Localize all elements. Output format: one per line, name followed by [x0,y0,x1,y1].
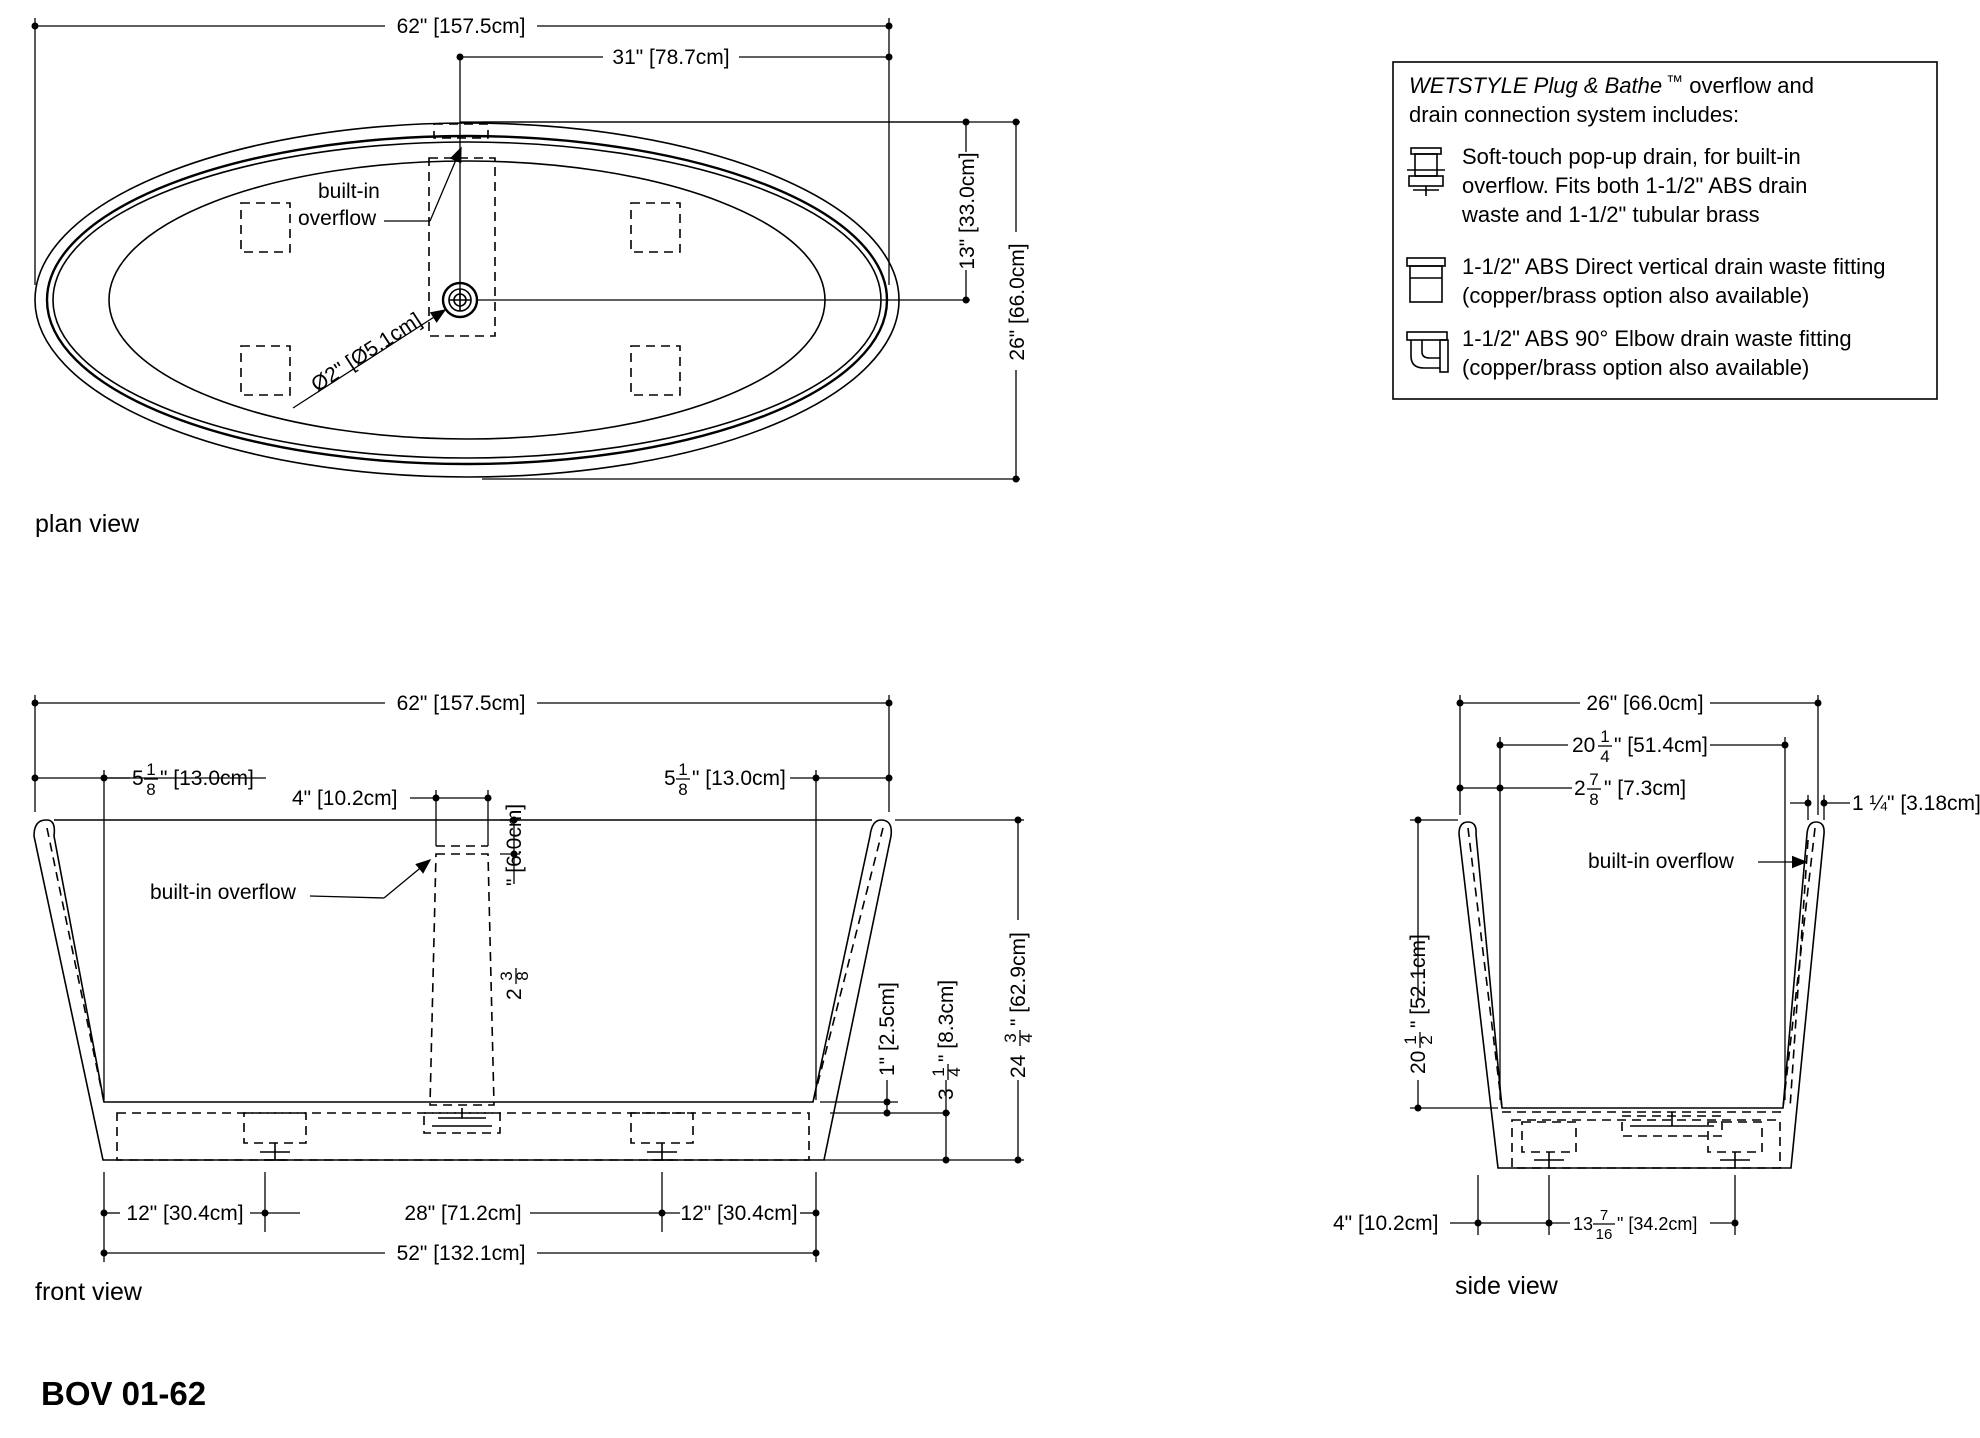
front-rim-left-num: 1 [146,760,155,779]
plan-half-length: 31" [78.7cm] [612,46,729,69]
front-overflow-depth-num: 3 [497,971,516,980]
legend-item-2-line-1: 1-1/2" ABS Direct vertical drain waste f… [1462,254,1886,279]
front-total-height-whole: 24 [1007,1054,1030,1078]
front-overflow-width: 4" [10.2cm] [292,787,398,810]
legend-item-1-line-3: waste and 1-1/2" tubular brass [1461,202,1760,227]
front-foot [243,1112,307,1144]
popup-drain-icon [1407,147,1445,196]
side-inner-den: 4 [1600,747,1609,766]
side-rim-num: 7 [1589,770,1598,789]
side-base [1511,1119,1781,1169]
front-rim-right-rest: " [13.0cm] [692,767,786,790]
side-foot [1707,1121,1763,1153]
side-foot-span-whole: 13 [1573,1214,1593,1234]
plan-view: 62" [157.5cm] 31" [78.7cm] 13" [33.0cm] … [31,15,1029,538]
side-foot [1521,1121,1577,1153]
front-foot-mid: 28" [71.2cm] [404,1202,521,1225]
plan-overall-length: 62" [157.5cm] [397,15,526,38]
front-base-height-rest: " [8.3cm] [935,980,958,1062]
legend-title-line2: drain connection system includes: [1409,102,1739,127]
side-inner-num: 1 [1600,727,1609,746]
side-depth-rest: " [52.1cm] [1407,934,1430,1028]
front-overflow-depth-den: 8 [513,971,532,980]
front-total-height-rest: " [62.9cm] [1007,932,1030,1026]
side-wall-thickness: 1 ¼" [3.18cm] [1852,792,1980,815]
side-rim-den: 8 [1589,790,1598,809]
front-overflow-depth-rest: " [6.0cm] [503,804,526,886]
front-rim-right-num: 1 [678,760,687,779]
plan-drain-diameter: Ø2" [Ø5.1cm] [307,308,426,396]
front-tub-shell [33,819,893,1161]
side-inner-rest: " [51.4cm] [1614,734,1708,757]
side-view-caption: side view [1455,1272,1559,1300]
front-rim-left-rest: " [13.0cm] [160,767,254,790]
front-foot-right: 12" [30.4cm] [680,1202,797,1225]
side-tub-shell [1458,821,1825,1169]
front-base-height-whole: 3 [935,1088,958,1100]
front-rim-left-den: 8 [146,780,155,799]
side-overall-width: 26" [66.0cm] [1586,692,1703,715]
side-rim-whole: 2 [1574,777,1586,800]
front-base [116,1112,810,1161]
vertical-fitting-icon [1406,257,1446,303]
legend-item-2-line-2: (copper/brass option also available) [1462,283,1809,308]
side-rim-rest: " [7.3cm] [1604,777,1686,800]
plan-foot [240,345,291,396]
front-overall-length: 62" [157.5cm] [397,692,526,715]
legend-tm: ™ [1666,72,1683,91]
plan-overall-width: 26" [66.0cm] [1006,243,1029,360]
side-depth-den: 2 [1417,1035,1436,1044]
elbow-fitting-icon [1406,331,1449,373]
front-base-height-den: 4 [945,1067,964,1076]
front-rim-left-whole: 5 [132,767,144,790]
front-foot-left: 12" [30.4cm] [126,1202,243,1225]
legend-brand: WETSTYLE Plug & Bathe [1409,73,1662,98]
side-overflow-label: built-in overflow [1588,850,1735,873]
side-foot-offset: 4" [10.2cm] [1333,1212,1439,1235]
side-view: 26" [66.0cm] 20 1 4 " [51.4cm] 2 7 8 " [… [1333,692,1980,1300]
side-foot-span-rest: " [34.2cm] [1617,1214,1697,1234]
legend-title: overflow and [1683,73,1814,98]
front-rim-right-whole: 5 [664,767,676,790]
legend-item-1-line-2: overflow. Fits both 1-1/2" ABS drain [1462,173,1807,198]
plan-overflow-channel [428,157,496,337]
front-total-height-num: 3 [1001,1033,1020,1042]
plan-view-caption: plan view [35,510,140,538]
plan-half-width: 13" [33.0cm] [956,152,979,269]
legend-item-3-line-1: 1-1/2" ABS 90° Elbow drain waste fitting [1462,326,1852,351]
front-base-height-num: 1 [929,1067,948,1076]
side-depth-whole: 20 [1407,1051,1430,1074]
front-view-caption: front view [35,1278,143,1306]
front-total-height-den: 4 [1017,1033,1036,1042]
legend-item-3-line-2: (copper/brass option also available) [1462,355,1809,380]
front-overflow-channel [429,853,495,1106]
plan-foot [240,202,291,253]
svg-text:5: 5 [132,767,144,790]
front-overflow-depth-whole: 2 [503,988,526,1000]
plan-foot [630,202,681,253]
legend-item-1-line-1: Soft-touch pop-up drain, for built-in [1462,144,1801,169]
front-base-length: 52" [132.1cm] [397,1242,526,1265]
front-floor-gap: 1" [2.5cm] [876,982,899,1076]
plan-foot [630,345,681,396]
front-view: 62" [157.5cm] 5 1 8 " [13.0cm] 5 1 8 " [… [31,692,1036,1306]
side-depth-num: 1 [1401,1035,1420,1044]
side-foot-span-num: 7 [1600,1207,1608,1224]
side-foot-span-den: 16 [1596,1226,1613,1243]
plan-overflow-label: built-in [318,180,380,203]
front-rim-right-den: 8 [678,780,687,799]
front-foot [630,1112,694,1144]
plan-overflow-label: overflow [298,207,377,230]
side-inner-whole: 20 [1572,734,1595,757]
model-number: BOV 01-62 [41,1375,206,1412]
front-overflow-label: built-in overflow [150,881,297,904]
